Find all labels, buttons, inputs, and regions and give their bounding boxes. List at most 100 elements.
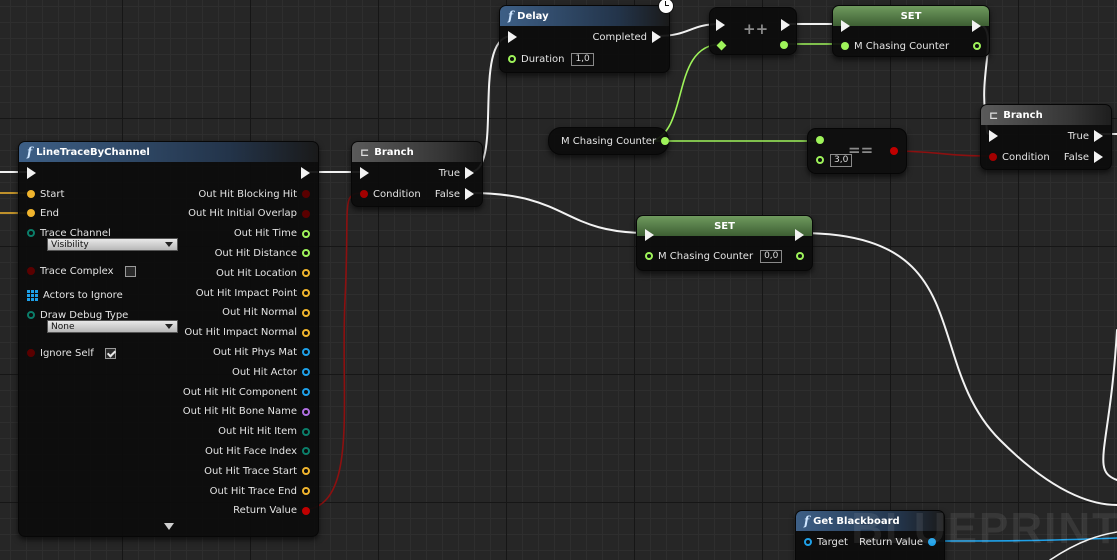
linetrace-output-return-value[interactable]: Return Value: [228, 504, 310, 518]
exec-in-pin[interactable]: [27, 166, 36, 180]
linetrace-output-out-hit-face-index[interactable]: Out Hit Face Index: [200, 444, 310, 458]
linetrace-output-label: Out Hit Trace End: [209, 485, 297, 497]
delay-header[interactable]: f Delay: [500, 6, 669, 26]
equals-output-pin[interactable]: [890, 144, 898, 158]
set1-output-pin[interactable]: [973, 39, 981, 53]
branch1-condition-pin[interactable]: Condition: [360, 187, 426, 201]
increment-node[interactable]: ++: [709, 7, 797, 55]
branch2-condition-pin[interactable]: Condition: [989, 150, 1055, 164]
linetrace-output-out-hit-distance[interactable]: Out Hit Distance: [210, 246, 310, 260]
exec-in-icon: [508, 31, 517, 43]
set2-header[interactable]: SET: [637, 216, 812, 236]
set1-title: SET: [900, 10, 922, 22]
exec-out-icon: [972, 20, 981, 32]
vector-pin-icon: [27, 209, 35, 217]
linetrace-output-out-hit-normal[interactable]: Out Hit Normal: [217, 306, 310, 320]
set1-value-pin[interactable]: M Chasing Counter: [841, 39, 954, 53]
object-pin-icon: [302, 388, 310, 396]
linetrace-output-out-hit-initial-overlap[interactable]: Out Hit Initial Overlap: [183, 207, 310, 221]
increment-input-pin[interactable]: [716, 38, 727, 52]
linetrace-output-label: Out Hit Face Index: [204, 445, 297, 457]
branch2-header[interactable]: ⊏ Branch: [981, 105, 1111, 125]
linetrace-output-label: Return Value: [233, 505, 297, 517]
vector-pin-icon: [302, 269, 310, 278]
dropdown-trace-channel[interactable]: Visibility: [47, 238, 178, 251]
bool-pin-icon: [360, 190, 368, 198]
set2-output-pin[interactable]: [796, 249, 804, 263]
set1-exec-out[interactable]: [972, 19, 981, 33]
branch2-title: Branch: [1003, 109, 1043, 121]
linetrace-output-out-hit-hit-item[interactable]: Out Hit Hit Item: [213, 425, 310, 439]
set2-value-input[interactable]: 0,0: [760, 249, 783, 263]
exec-out-icon: [652, 31, 661, 43]
linetrace-output-out-hit-impact-point[interactable]: Out Hit Impact Point: [191, 286, 310, 300]
getter-label: M Chasing Counter: [561, 135, 657, 147]
equals-value-input[interactable]: 3,0: [830, 153, 853, 167]
delay-exec-in[interactable]: [508, 30, 517, 44]
linetrace-input-start[interactable]: Start: [27, 187, 69, 201]
checkbox[interactable]: [124, 265, 136, 277]
linetrace-output-out-hit-hit-bone-name[interactable]: Out Hit Hit Bone Name: [178, 405, 310, 419]
linetrace-input-draw-debug-type[interactable]: Draw Debug Type: [27, 308, 133, 322]
linetrace-output-out-hit-location[interactable]: Out Hit Location: [211, 266, 310, 280]
linetrace-input-trace-channel[interactable]: Trace Channel: [27, 226, 116, 240]
blackboard-target-pin[interactable]: Target: [804, 535, 853, 549]
get-blackboard-node[interactable]: f Get Blackboard Target Return Value: [795, 510, 945, 560]
blackboard-return-pin[interactable]: Return Value: [854, 535, 936, 549]
branch1-true-pin[interactable]: True: [434, 166, 474, 180]
linetrace-input-ignore-self[interactable]: Ignore Self: [27, 346, 116, 360]
equals-node[interactable]: 3,0 ==: [807, 128, 907, 174]
branch1-header[interactable]: ⊏ Branch: [352, 142, 482, 162]
linetrace-output-out-hit-actor[interactable]: Out Hit Actor: [227, 365, 310, 379]
linetrace-output-out-hit-trace-end[interactable]: Out Hit Trace End: [205, 484, 310, 498]
increment-output-pin[interactable]: [780, 38, 788, 52]
linetrace-output-label: Out Hit Time: [233, 228, 297, 240]
branch1-exec-in[interactable]: [360, 166, 369, 180]
linetrace-input-actors-to-ignore[interactable]: Actors to Ignore: [27, 288, 128, 302]
branch-node-1[interactable]: ⊏ Branch Condition True False: [351, 141, 483, 207]
linetrace-input-trace-complex[interactable]: Trace Complex: [27, 264, 136, 278]
branch2-false-pin[interactable]: False: [1059, 150, 1103, 164]
delay-duration-input[interactable]: 1,0: [571, 52, 594, 66]
increment-exec-out[interactable]: [781, 18, 790, 32]
set2-exec-in[interactable]: [645, 228, 654, 242]
linetrace-input-end[interactable]: End: [27, 206, 64, 220]
blackboard-header[interactable]: f Get Blackboard: [796, 511, 944, 531]
linetrace-header[interactable]: f LineTraceByChannel: [19, 142, 318, 162]
linetrace-output-out-hit-impact-normal[interactable]: Out Hit Impact Normal: [179, 326, 310, 340]
set1-header[interactable]: SET: [833, 6, 989, 26]
linetrace-output-label: Out Hit Initial Overlap: [188, 208, 297, 220]
branch2-exec-in[interactable]: [989, 129, 998, 143]
linetrace-output-out-hit-phys-mat[interactable]: Out Hit Phys Mat: [208, 345, 310, 359]
linetrace-output-out-hit-blocking-hit[interactable]: Out Hit Blocking Hit: [193, 187, 310, 201]
increment-exec-in[interactable]: [716, 18, 725, 32]
set2-exec-out[interactable]: [795, 228, 804, 242]
checkbox[interactable]: [104, 347, 116, 359]
delay-completed-pin[interactable]: Completed: [587, 30, 661, 44]
branch1-false-pin[interactable]: False: [430, 187, 474, 201]
dropdown-draw-debug-type[interactable]: None: [47, 320, 178, 333]
linetrace-output-out-hit-time[interactable]: Out Hit Time: [229, 227, 310, 241]
blueprint-watermark: BLUEPRINT: [851, 504, 1117, 553]
branch-node-2[interactable]: ⊏ Branch Condition True False: [980, 104, 1112, 170]
linetrace-output-out-hit-hit-component[interactable]: Out Hit Hit Component: [178, 385, 310, 399]
branch2-true-pin[interactable]: True: [1063, 129, 1103, 143]
getter-node[interactable]: M Chasing Counter: [548, 127, 670, 155]
expand-arrow-icon[interactable]: [164, 523, 174, 530]
branch1-false-label: False: [434, 188, 460, 200]
linetrace-output-out-hit-trace-start[interactable]: Out Hit Trace Start: [199, 464, 310, 478]
equals-input-a[interactable]: [816, 133, 824, 147]
getter-pin[interactable]: M Chasing Counter: [561, 134, 670, 148]
equals-input-b[interactable]: 3,0: [816, 153, 853, 167]
float-ref-pin-icon: [716, 40, 727, 50]
linetrace-output-label: Out Hit Hit Item: [218, 426, 297, 438]
exec-out-pin[interactable]: [301, 166, 310, 180]
set1-exec-in[interactable]: [841, 19, 850, 33]
set-node-1[interactable]: SET M Chasing Counter: [832, 5, 990, 57]
